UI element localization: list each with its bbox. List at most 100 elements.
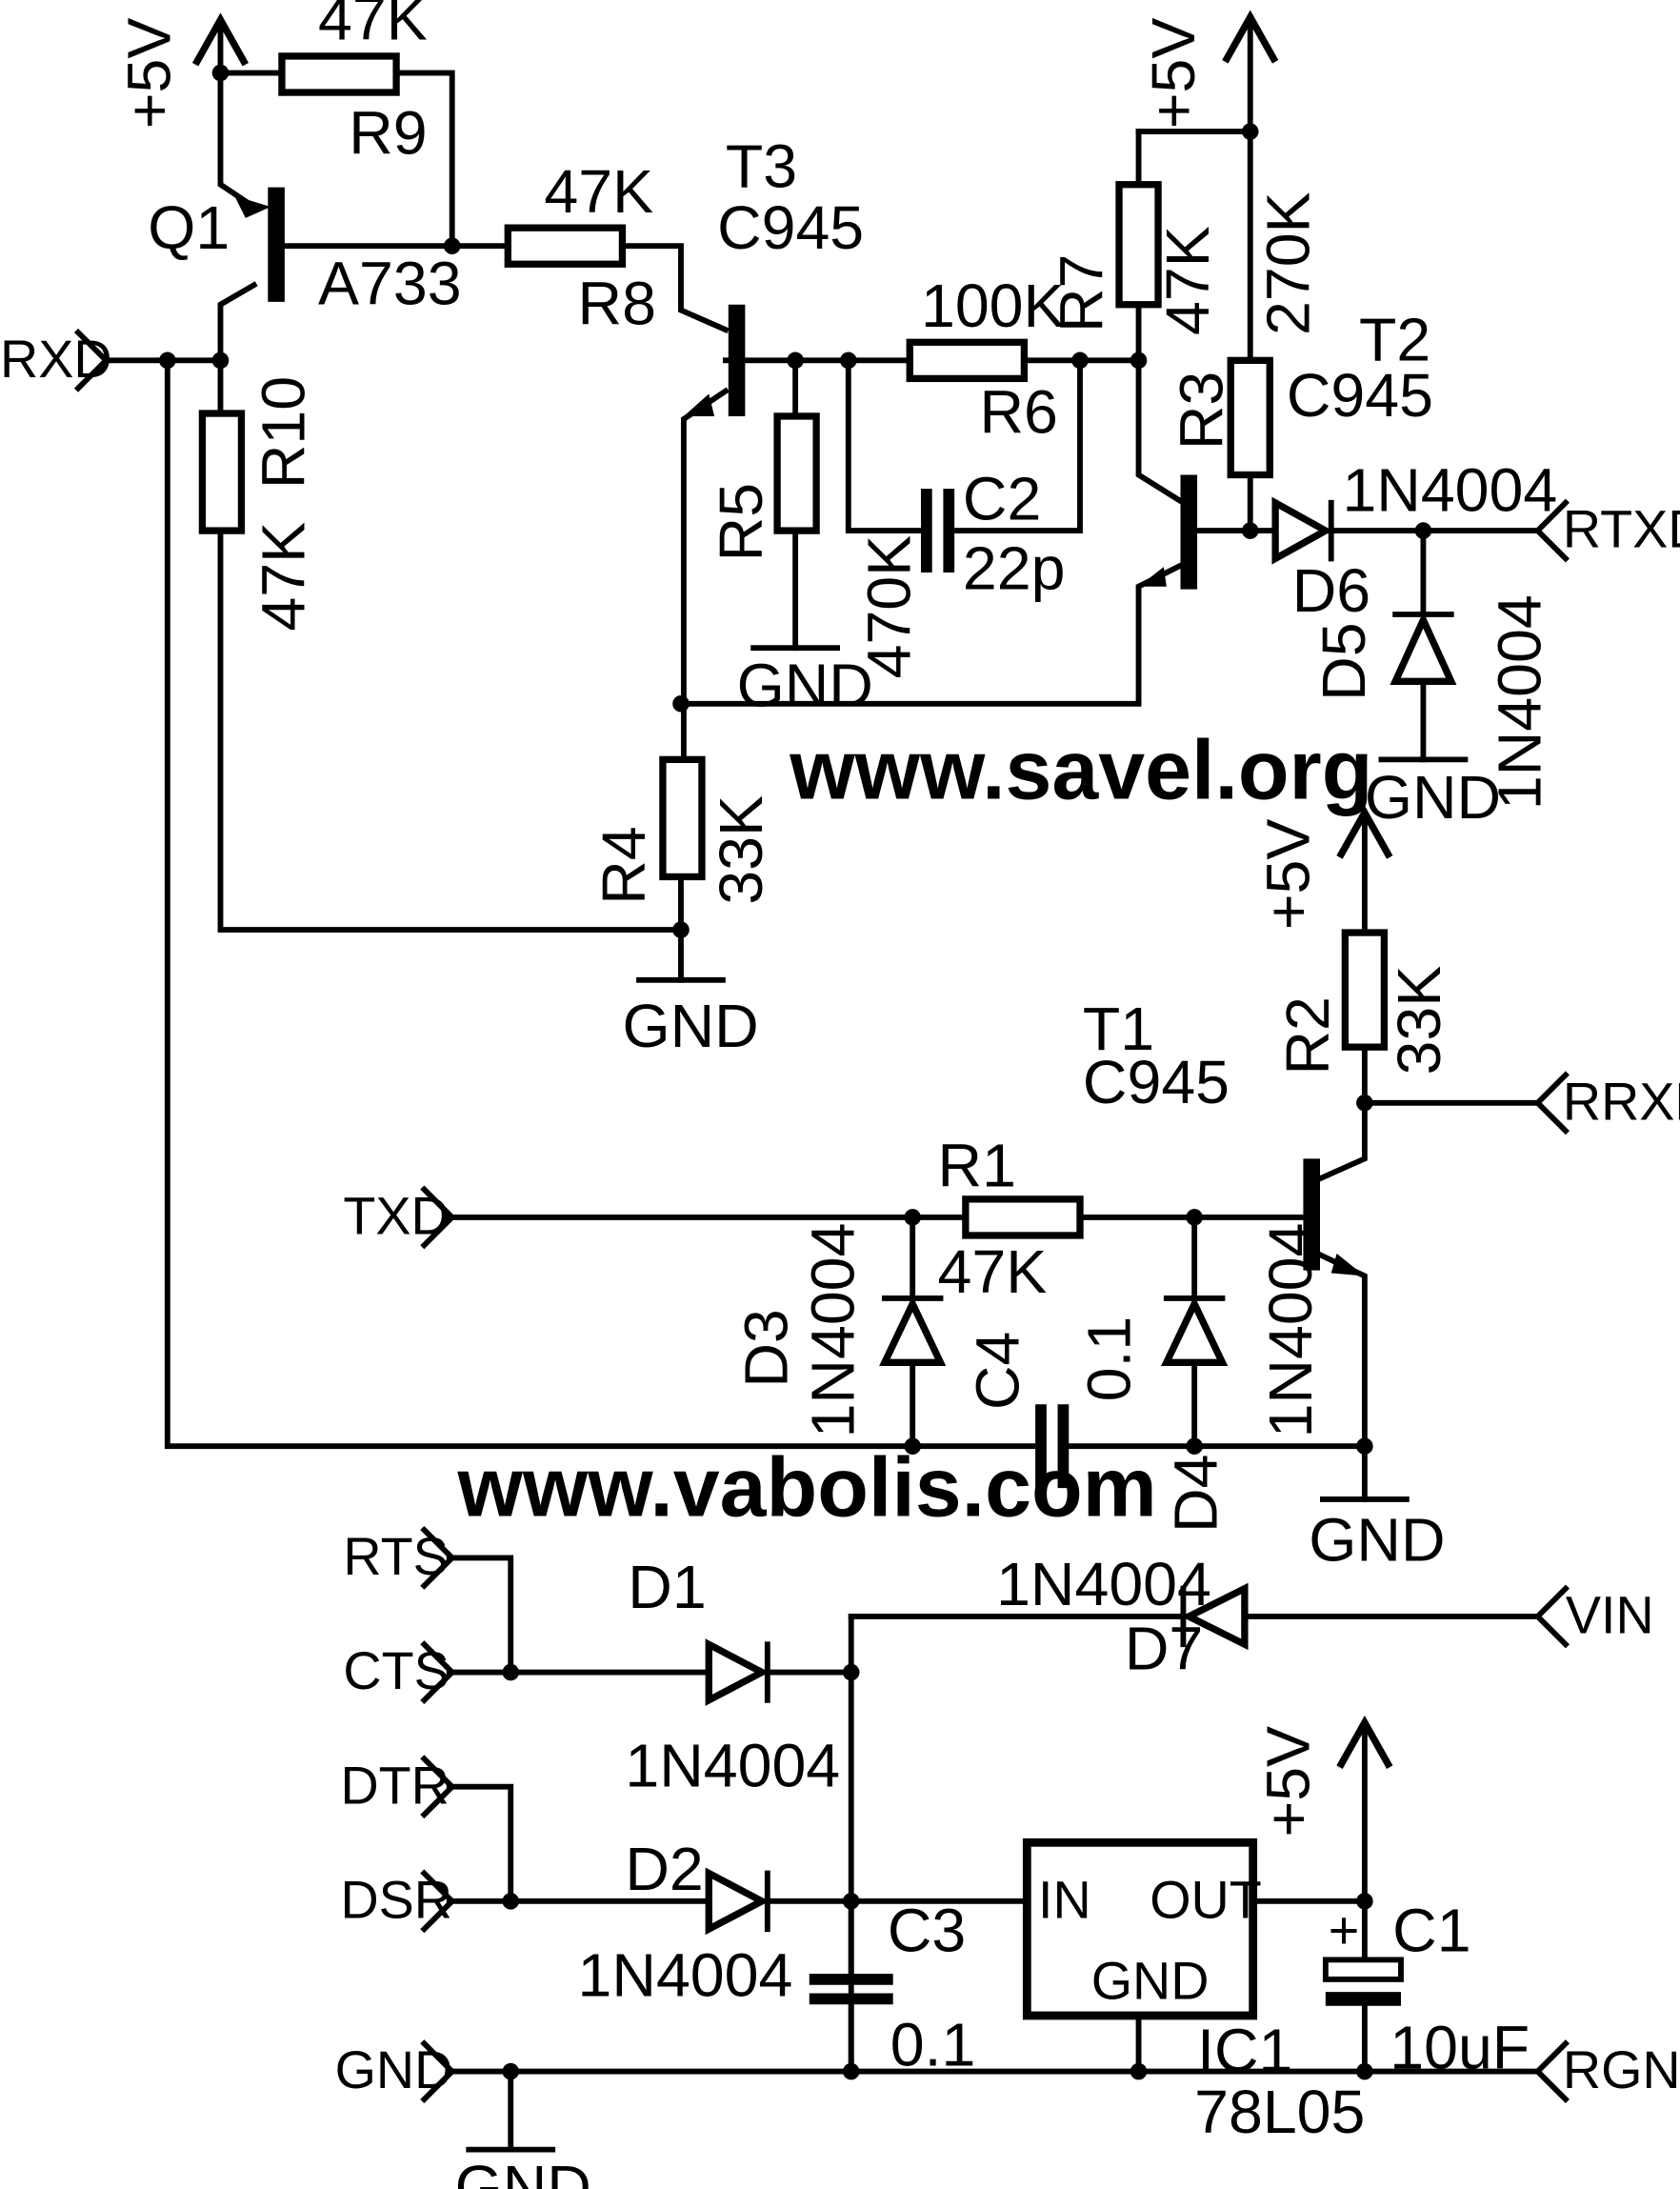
q1-ref: Q1	[148, 193, 230, 262]
r7-value: 47K	[1153, 226, 1222, 335]
gnd-label-t1: GND	[1309, 1505, 1445, 1574]
resistor-r1	[962, 1195, 1084, 1239]
capacitor-c4	[1035, 1404, 1070, 1489]
d3-part: 1N4004	[799, 1223, 868, 1438]
d6-part: 1N4004	[1342, 456, 1557, 525]
ground-bars	[466, 645, 1469, 2153]
capacitors	[809, 489, 1404, 2006]
c2-ref: C2	[963, 464, 1041, 532]
t3-ref: T3	[726, 132, 797, 201]
t2-part: C945	[1287, 361, 1433, 430]
r3-value: 270K	[1253, 191, 1322, 335]
supply-arrow-r2	[1336, 805, 1393, 859]
c3-ref: C3	[888, 1897, 966, 1965]
port-dsr-symbol	[420, 1869, 456, 1934]
transistor-t1-arrow	[1330, 1254, 1365, 1276]
diode-d5	[1390, 612, 1457, 685]
c1-polarity: +	[1329, 1901, 1360, 1960]
d7-ref: D7	[1125, 1615, 1203, 1683]
port-rtxd-symbol	[1533, 498, 1570, 563]
port-gnd-symbol	[420, 2039, 456, 2104]
r9-ref: R9	[349, 99, 427, 168]
r7-ref: R7	[1047, 254, 1115, 332]
resistor-r3	[1227, 356, 1273, 479]
diode-d4	[1161, 1295, 1229, 1366]
resistor-r6	[906, 338, 1029, 383]
r9-value: 47K	[318, 0, 428, 52]
resistors	[198, 52, 1389, 1239]
resistor-r9	[278, 52, 400, 96]
wires	[106, 22, 1541, 2153]
d7-part: 1N4004	[996, 1550, 1211, 1618]
r1-ref: R1	[938, 1132, 1016, 1200]
port-txd-label: TXD	[343, 1187, 449, 1246]
ic1-ref: IC1	[1197, 2017, 1292, 2085]
r10-value: 47K	[249, 522, 317, 632]
ic1-pin-gnd: GND	[1091, 1951, 1210, 2010]
c3-value: 0.1	[890, 2011, 976, 2079]
transistor-t3-arrow	[683, 393, 715, 416]
r2-value: 33K	[1385, 966, 1453, 1075]
t3-part: C945	[717, 193, 864, 262]
gnd-label-r4: GND	[622, 992, 758, 1060]
port-vin-label: VIN	[1566, 1586, 1654, 1645]
transistor-t2-arrow	[1138, 567, 1167, 587]
gnd-label-main: GND	[455, 2153, 591, 2189]
d2-part: 1N4004	[578, 1940, 793, 2009]
c4-value: 0.1	[1075, 1316, 1144, 1402]
port-rts-symbol	[420, 1525, 456, 1590]
resistor-r5	[773, 412, 820, 534]
supply-arrow-c1	[1336, 1715, 1393, 1769]
gnd-label-d5: GND	[1365, 763, 1501, 832]
supply-symbols	[191, 10, 1393, 1769]
q1-part: A733	[318, 250, 462, 318]
d4-ref: D4	[1162, 1455, 1230, 1533]
port-dtr-symbol	[420, 1755, 456, 1819]
diode-d2	[705, 1867, 770, 1936]
ic1-pin-in: IN	[1038, 1870, 1091, 1929]
r8-value: 47K	[544, 157, 653, 226]
port-gnd-label: GND	[335, 2040, 453, 2099]
d5-ref: D5	[1310, 622, 1378, 700]
port-cts-symbol	[420, 1640, 456, 1705]
c2-value: 22p	[963, 534, 1066, 603]
port-symbols	[73, 328, 1570, 2104]
r1-value: 47K	[938, 1237, 1048, 1306]
ic1-pin-out: OUT	[1150, 1870, 1261, 1929]
c4-ref: C4	[964, 1332, 1032, 1410]
d4-part: 1N4004	[1256, 1223, 1325, 1438]
r3-ref: R3	[1167, 372, 1235, 450]
diode-d3	[879, 1295, 947, 1366]
port-vin-symbol	[1533, 1584, 1570, 1649]
r2-ref: R2	[1273, 996, 1342, 1074]
diodes	[705, 496, 1457, 1936]
t2-ref: T2	[1359, 305, 1430, 373]
ic1-part: 78L05	[1194, 2078, 1365, 2146]
transistor-q1-arrow	[234, 195, 271, 218]
t1-ref: T1	[1083, 994, 1154, 1063]
d2-ref: D2	[625, 1835, 703, 1903]
port-cts-label: CTS	[343, 1641, 449, 1700]
port-rts-label: RTS	[343, 1527, 448, 1586]
d1-ref: D1	[628, 1553, 706, 1621]
resistor-r7	[1115, 181, 1162, 309]
resistor-r4	[659, 755, 706, 881]
r5-value: 470K	[854, 535, 923, 679]
supply-label-r7: +5V	[1139, 18, 1208, 129]
d5-part: 1N4004	[1485, 594, 1553, 810]
r6-value: 100K	[921, 271, 1065, 340]
port-dtr-label: DTR	[340, 1756, 449, 1815]
gnd-label-r5: GND	[737, 652, 873, 720]
r5-ref: R5	[707, 483, 775, 561]
diode-d7	[1181, 1582, 1249, 1651]
port-rrxd-label: RRXD	[1563, 1072, 1680, 1131]
resistor-r8	[504, 224, 627, 268]
port-rgnd-symbol	[1533, 2039, 1570, 2104]
supply-arrow-r7	[1222, 10, 1279, 64]
c1-ref: C1	[1392, 1897, 1470, 1965]
supply-arrow-q1	[191, 12, 250, 67]
port-rrxd-symbol	[1533, 1071, 1570, 1135]
